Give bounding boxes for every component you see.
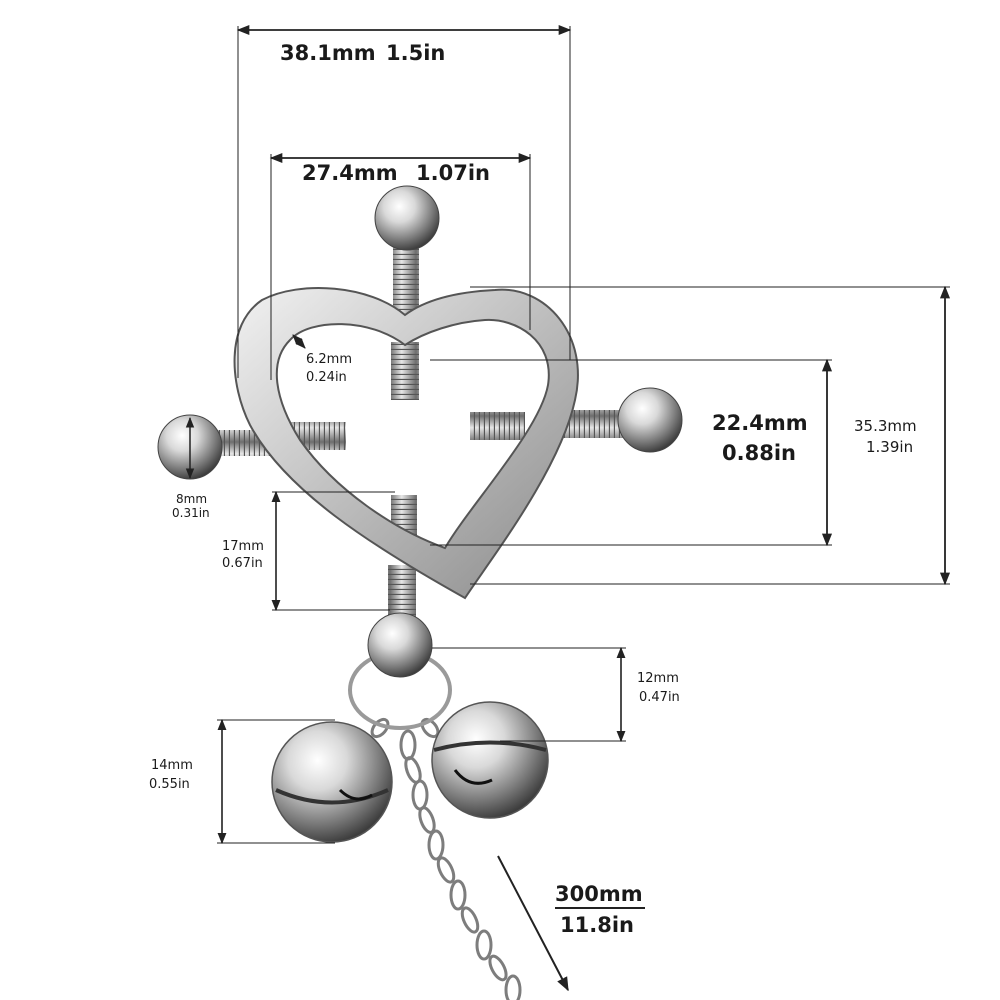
overall-height-mm-label: 35.3mm <box>854 417 917 435</box>
screw-length-dimension-line <box>271 490 395 612</box>
inner-width-mm-label: 27.4mm <box>302 161 398 185</box>
bell-diameter-in-label: 0.55in <box>149 777 190 792</box>
chain <box>370 717 522 1000</box>
screw-length-in-label: 0.67in <box>222 556 263 571</box>
top-inner-screw <box>391 342 419 400</box>
chain-length-in-label: 11.8in <box>560 913 634 937</box>
bell-left <box>271 721 393 843</box>
bell-diameter-mm-label: 14mm <box>151 758 193 773</box>
ring-drop-mm-label: 12mm <box>637 671 679 686</box>
overall-width-in-label: 1.5in <box>386 41 445 65</box>
overall-height-dimension-line <box>470 285 951 586</box>
inner-width-dimension-line <box>269 152 532 380</box>
overall-width-mm-label: 38.1mm <box>280 41 376 65</box>
bell-right <box>431 701 549 819</box>
inner-height-mm-label: 22.4mm <box>712 411 808 435</box>
wall-thickness-in-label: 0.24in <box>306 370 347 385</box>
ball-diameter-in-label: 0.31in <box>172 506 210 520</box>
right-ball <box>617 387 683 453</box>
heart-frame <box>233 287 579 600</box>
top-ball <box>374 185 440 251</box>
top-screw <box>393 240 419 315</box>
inner-width-in-label: 1.07in <box>416 161 490 185</box>
overall-width-dimension-line <box>236 24 572 378</box>
bottom-ball <box>367 612 433 678</box>
ball-diameter-mm-label: 8mm <box>176 492 207 506</box>
chain-length-dimension-line <box>497 855 569 992</box>
ring-drop-in-label: 0.47in <box>639 690 680 705</box>
ring-drop-dimension-line <box>432 646 626 743</box>
wall-thickness-dimension-line <box>292 334 306 349</box>
inner-height-dimension-line <box>430 358 833 547</box>
chain-length-mm-label: 300mm <box>555 882 643 906</box>
overall-height-in-label: 1.39in <box>866 438 913 456</box>
bell-diameter-dimension-line <box>217 718 335 845</box>
screw-length-mm-label: 17mm <box>222 539 264 554</box>
right-inner-screw <box>470 412 525 440</box>
wall-thickness-mm-label: 6.2mm <box>306 352 352 367</box>
inner-height-in-label: 0.88in <box>722 441 796 465</box>
